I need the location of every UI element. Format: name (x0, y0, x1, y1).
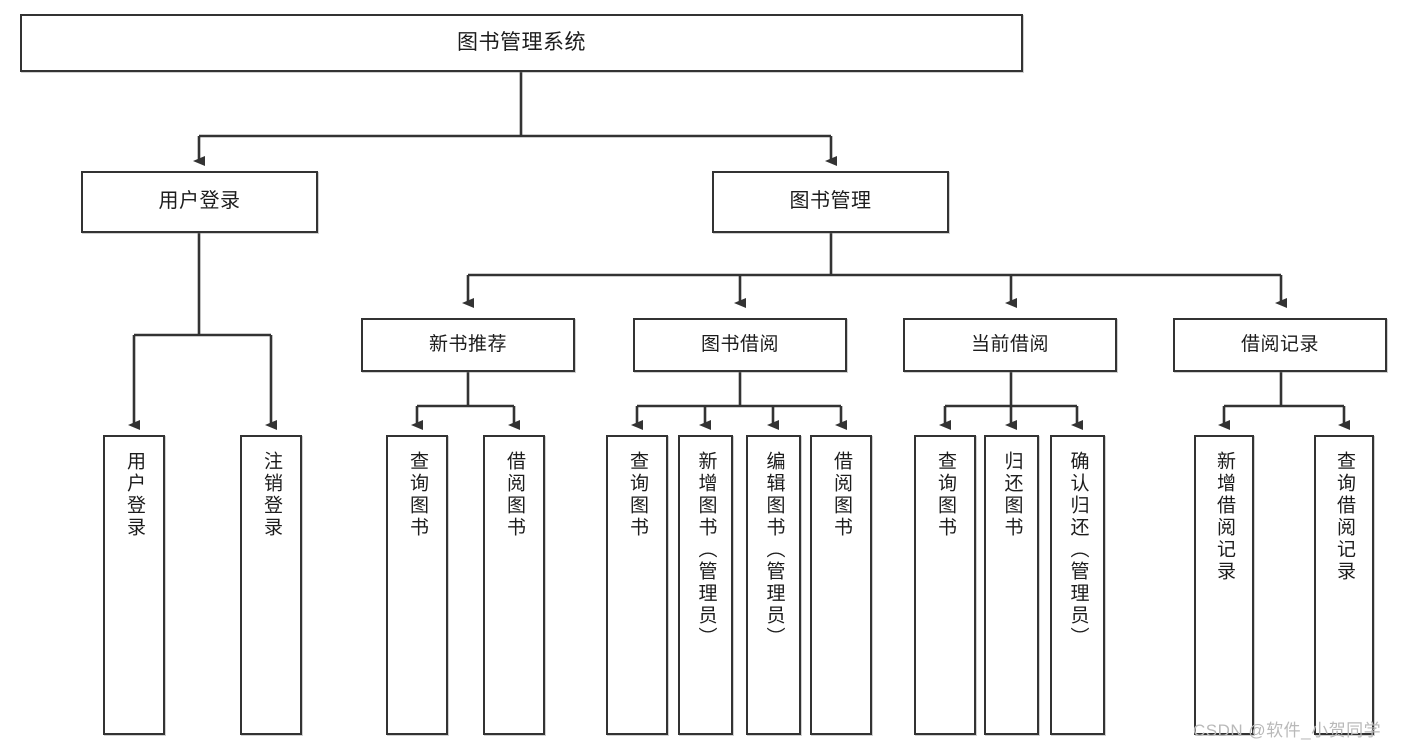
node-leaf-borrow-book-1[interactable]: 借阅图书 (483, 435, 545, 735)
node-leaf-user-login-label: 用户登录 (123, 451, 145, 539)
node-leaf-return-book[interactable]: 归还图书 (984, 435, 1039, 735)
node-book-manage-label: 图书管理 (789, 190, 872, 213)
node-leaf-query-book-2-label: 查询图书 (626, 451, 648, 539)
node-leaf-edit-book[interactable]: 编辑图书（管理员） (746, 435, 801, 735)
node-leaf-borrow-book-2-label: 借阅图书 (830, 451, 852, 539)
node-leaf-borrow-book-1-label: 借阅图书 (503, 451, 525, 539)
node-leaf-query-book-1-label: 查询图书 (406, 451, 428, 539)
node-book-borrow[interactable]: 图书借阅 (633, 318, 847, 372)
node-current-borrow-label: 当前借阅 (970, 333, 1049, 355)
node-leaf-logout-login[interactable]: 注销登录 (240, 435, 302, 735)
node-root[interactable]: 图书管理系统 (20, 14, 1023, 72)
node-user-login-label: 用户登录 (158, 190, 241, 213)
node-leaf-query-book-1[interactable]: 查询图书 (386, 435, 448, 735)
csdn-watermark: CSDN @软件_小贺同学 (1193, 721, 1382, 740)
node-new-book-rec-label: 新书推荐 (428, 333, 507, 355)
node-leaf-add-book[interactable]: 新增图书（管理员） (678, 435, 733, 735)
node-leaf-confirm-return[interactable]: 确认归还（管理员） (1050, 435, 1105, 735)
node-leaf-query-book-2[interactable]: 查询图书 (606, 435, 668, 735)
node-new-book-rec[interactable]: 新书推荐 (361, 318, 575, 372)
node-borrow-record[interactable]: 借阅记录 (1173, 318, 1387, 372)
node-leaf-query-book-3[interactable]: 查询图书 (914, 435, 976, 735)
node-leaf-borrow-book-2[interactable]: 借阅图书 (810, 435, 872, 735)
node-leaf-add-record-label: 新增借阅记录 (1213, 451, 1235, 583)
node-leaf-query-record-label: 查询借阅记录 (1333, 451, 1355, 583)
node-leaf-query-record[interactable]: 查询借阅记录 (1314, 435, 1374, 735)
node-leaf-edit-book-label: 编辑图书（管理员） (763, 451, 785, 649)
node-leaf-add-record[interactable]: 新增借阅记录 (1194, 435, 1254, 735)
node-current-borrow[interactable]: 当前借阅 (903, 318, 1117, 372)
node-root-label: 图书管理系统 (457, 30, 586, 54)
node-leaf-user-login[interactable]: 用户登录 (103, 435, 165, 735)
node-user-login[interactable]: 用户登录 (81, 171, 318, 233)
node-leaf-add-book-label: 新增图书（管理员） (695, 451, 717, 649)
node-borrow-record-label: 借阅记录 (1240, 333, 1319, 355)
node-leaf-confirm-return-label: 确认归还（管理员） (1067, 451, 1089, 649)
node-leaf-logout-login-label: 注销登录 (260, 451, 282, 539)
node-book-manage[interactable]: 图书管理 (712, 171, 949, 233)
node-leaf-query-book-3-label: 查询图书 (934, 451, 956, 539)
node-book-borrow-label: 图书借阅 (700, 333, 779, 355)
node-leaf-return-book-label: 归还图书 (1001, 451, 1023, 539)
